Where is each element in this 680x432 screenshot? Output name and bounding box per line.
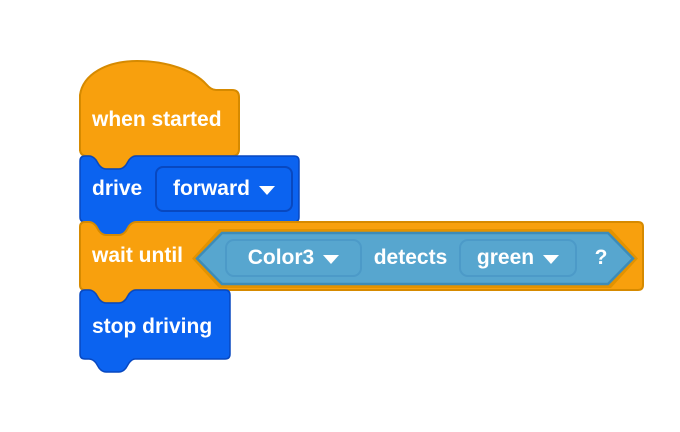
when-started-block[interactable] — [79, 59, 240, 170]
drive-direction-value: forward — [172, 177, 250, 200]
color-select-dropdown[interactable]: green — [459, 239, 577, 277]
dropdown-caret-icon — [259, 186, 275, 195]
dropdown-caret-icon — [323, 255, 340, 264]
color-select-value: green — [476, 246, 535, 269]
dropdown-caret-icon — [543, 255, 560, 264]
sensor-select-value: Color3 — [247, 246, 315, 269]
drive-direction-dropdown[interactable]: forward — [155, 166, 293, 212]
stop-driving-block[interactable] — [79, 289, 231, 373]
sensor-select-dropdown[interactable]: Color3 — [225, 239, 362, 277]
